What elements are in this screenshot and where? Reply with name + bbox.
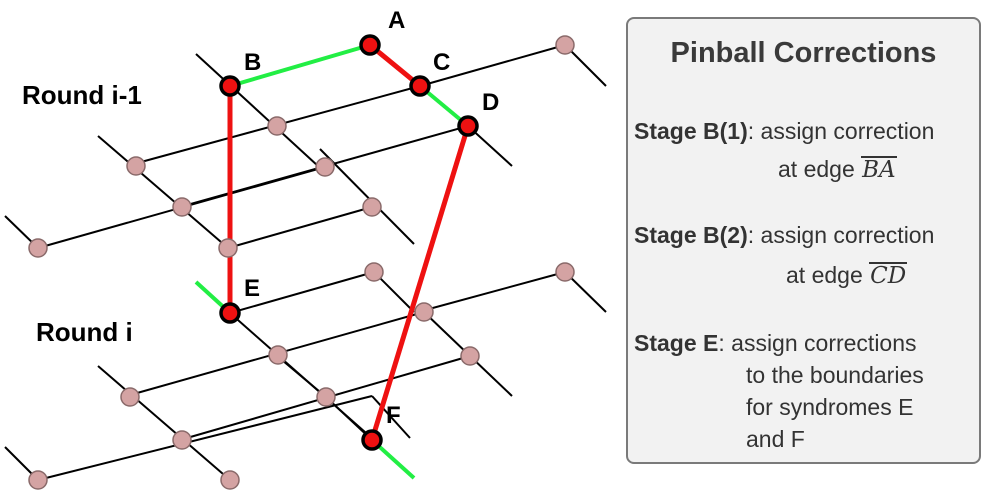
label-c: C — [433, 49, 450, 76]
vertex-d — [457, 115, 479, 137]
stage-e-line1: : assign corrections — [718, 330, 917, 356]
lower-lattice — [4, 271, 607, 481]
stage-b2-edge-prefix: at edge — [786, 262, 863, 288]
edge-cd: CD — [869, 262, 908, 289]
stage-b2-edge: at edge CD — [786, 259, 908, 291]
stage-b2-name: Stage B(2) — [634, 222, 748, 248]
stage-e-line2: to the boundaries — [746, 362, 924, 388]
panel-title: Pinball Corrections — [670, 37, 937, 69]
red-corrections — [227, 43, 471, 441]
stage-b1: Stage B(1): assign correction — [634, 115, 934, 147]
vertex-b — [219, 75, 241, 97]
stage-e: Stage E: assign corrections — [634, 327, 917, 359]
stage-b1-text: : assign correction — [747, 118, 935, 144]
stage-b1-edge: at edge BA — [778, 153, 897, 185]
label-e: E — [244, 275, 260, 302]
stage-b1-edge-prefix: at edge — [778, 156, 855, 182]
syndrome-vertices — [219, 34, 479, 451]
lattice-diagram: A B C D E F Round i-1 Round i — [4, 7, 607, 490]
pinball-corrections-panel: Pinball Corrections Stage B(1): assign c… — [626, 17, 981, 464]
edge-ba: BA — [861, 156, 897, 183]
vertex-c — [409, 75, 431, 97]
stage-e-name: Stage E — [634, 330, 719, 356]
lattice-nodes — [28, 35, 575, 490]
vertex-e — [219, 302, 241, 324]
stage-b2: Stage B(2): assign correction — [634, 219, 934, 251]
stage-b1-name: Stage B(1) — [634, 118, 748, 144]
stage-e-line4: and F — [746, 426, 805, 452]
label-f: F — [386, 402, 401, 429]
vertex-a — [359, 34, 381, 56]
round-lower-label: Round i — [36, 317, 133, 347]
vertex-f — [361, 429, 383, 451]
label-b: B — [244, 49, 261, 76]
label-a: A — [388, 7, 405, 34]
stage-e-line3: for syndromes E — [746, 394, 914, 420]
round-upper-label: Round i-1 — [22, 80, 142, 110]
label-d: D — [482, 89, 499, 116]
upper-lattice — [4, 44, 607, 249]
stage-b2-text: : assign correction — [747, 222, 935, 248]
